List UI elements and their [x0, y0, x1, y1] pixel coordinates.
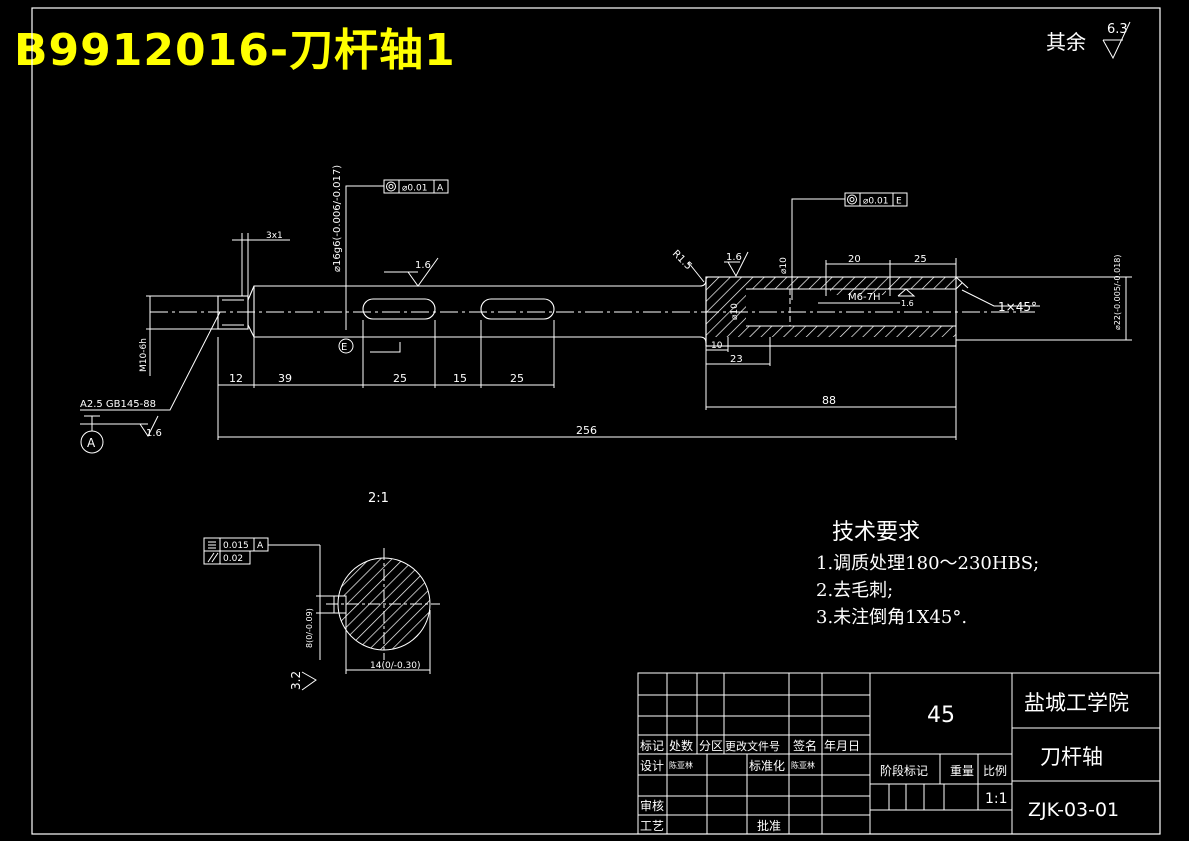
- roughness-icon-head: [724, 251, 749, 278]
- thread-m10-label: M10-6h: [139, 338, 149, 372]
- dim-25b: 25: [510, 372, 524, 385]
- roughness-icon-bore: [897, 288, 916, 297]
- dim-23: 23: [730, 354, 743, 365]
- dim-20: 20: [848, 254, 861, 265]
- hdr-date: 年月日: [824, 739, 860, 753]
- runout-e-datum: E: [896, 197, 902, 207]
- label-design: 设计: [640, 759, 664, 773]
- runout-frame-a: [345, 179, 449, 330]
- sec-width-label: 14(0/-0.30): [370, 661, 421, 671]
- dia-16-label: ⌀16g6(-0.006/-0.017): [332, 165, 343, 272]
- center-hole-label: A2.5 GB145-88: [80, 399, 156, 410]
- rough-keyway-value: 1.6: [415, 260, 431, 271]
- runout-a-value: ⌀0.01: [402, 184, 427, 194]
- roughness-icon-keyway: [370, 257, 439, 353]
- drawing-title: B9912016-刀杆轴1: [14, 25, 456, 76]
- surface-other-label: 其余: [1046, 30, 1086, 54]
- school-name: 盐城工学院: [1024, 691, 1129, 715]
- section-tol-frames: [203, 537, 320, 565]
- material-value: 45: [927, 703, 955, 728]
- dia-10-label: ⌀10: [730, 303, 740, 320]
- center-hole-rough: 1.6: [146, 428, 162, 439]
- cross-section-view: [316, 545, 440, 674]
- surface-other-value: 6.3: [1107, 22, 1128, 37]
- sec-par-value: 0.02: [223, 554, 243, 564]
- rough-bore-value: 1.6: [901, 299, 914, 308]
- dim-25a: 25: [393, 372, 407, 385]
- hdr-sign: 签名: [793, 738, 817, 753]
- label-review: 审核: [640, 798, 664, 813]
- chamfer-big-label: 1×45°: [998, 300, 1037, 314]
- section-roughness-icon: [301, 671, 317, 691]
- label-weight: 重量: [950, 764, 974, 778]
- sec-depth-label: 8(0/-0.09): [305, 608, 314, 648]
- part-name: 刀杆轴: [1040, 745, 1103, 769]
- label-approve: 批准: [757, 818, 781, 833]
- chamfer-leader: [232, 233, 290, 296]
- dim-10: 10: [711, 341, 723, 351]
- dim-25c: 25: [914, 254, 927, 265]
- scale-value: 1:1: [985, 791, 1008, 807]
- runout-e-value: ⌀0.01: [863, 197, 888, 207]
- tech-item-2: 2.去毛刺;: [816, 580, 894, 601]
- tech-item-3: 3.未注倒角1X45°.: [816, 607, 968, 628]
- datum-a-circle-label: A: [87, 436, 96, 450]
- sec-sym-datum: A: [257, 541, 264, 551]
- label-process: 工艺: [640, 819, 664, 833]
- sec-sym-value: 0.015: [223, 541, 249, 551]
- dim-88: 88: [822, 394, 836, 407]
- r15-label: R1.5: [670, 248, 694, 272]
- center-hole-leader: [80, 311, 221, 454]
- dim-256: 256: [576, 424, 597, 437]
- tech-requirements: 技术要求 1.调质处理180～230HBS; 2.去毛刺; 3.未注倒角1X45…: [816, 514, 1039, 631]
- dia-22-label: ⌀22(-0.005/-0.018): [1113, 254, 1122, 330]
- dim-bottom-row: [217, 320, 957, 440]
- dim-39: 39: [278, 372, 292, 385]
- dim-15: 15: [453, 372, 467, 385]
- design-signature: 陈亚林: [669, 760, 693, 770]
- dia-10f-label: ⌀10: [779, 257, 789, 274]
- standard-signature: 陈亚林: [791, 760, 815, 770]
- thread-m6-label: M6-7H: [848, 292, 880, 303]
- dim-head-top: [826, 258, 957, 277]
- hdr-doc: 更改文件号: [725, 739, 780, 753]
- label-ratio: 比例: [983, 764, 1007, 778]
- title-block-grid: [637, 672, 1161, 835]
- runout-a-datum: A: [437, 184, 444, 194]
- datum-e-circle-label: E: [341, 342, 347, 353]
- label-standard: 标准化: [749, 759, 785, 773]
- dim-dia-22: [956, 276, 1132, 341]
- head-section-hatch: [706, 260, 963, 337]
- chamfer-small-label: 3x1: [266, 231, 283, 241]
- tech-heading: 技术要求: [832, 520, 921, 545]
- sec-rough-label: 3.2: [289, 671, 303, 690]
- surface-other-roughness-icon: [1102, 21, 1131, 60]
- runout-frame-e: [791, 192, 908, 300]
- section-scale-label: 2:1: [368, 491, 389, 506]
- label-stage-mark: 阶段标记: [880, 763, 928, 778]
- drawing-frame: [31, 7, 1161, 835]
- datum-e-icon: [338, 338, 354, 354]
- rough-head-value: 1.6: [726, 252, 742, 263]
- dim-m10: [146, 295, 218, 376]
- dim-12: 12: [229, 372, 243, 385]
- hdr-zone: 分区: [699, 739, 723, 753]
- hdr-count: 处数: [669, 738, 693, 753]
- drawing-number: ZJK-03-01: [1028, 799, 1119, 821]
- tech-item-1: 1.调质处理180～230HBS;: [816, 553, 1040, 574]
- hdr-mark: 标记: [640, 739, 664, 753]
- title-block-text: 45 盐城工学院 刀杆轴 ZJK-03-01 1:1 标记 处数 分区 更改文件…: [640, 691, 1129, 833]
